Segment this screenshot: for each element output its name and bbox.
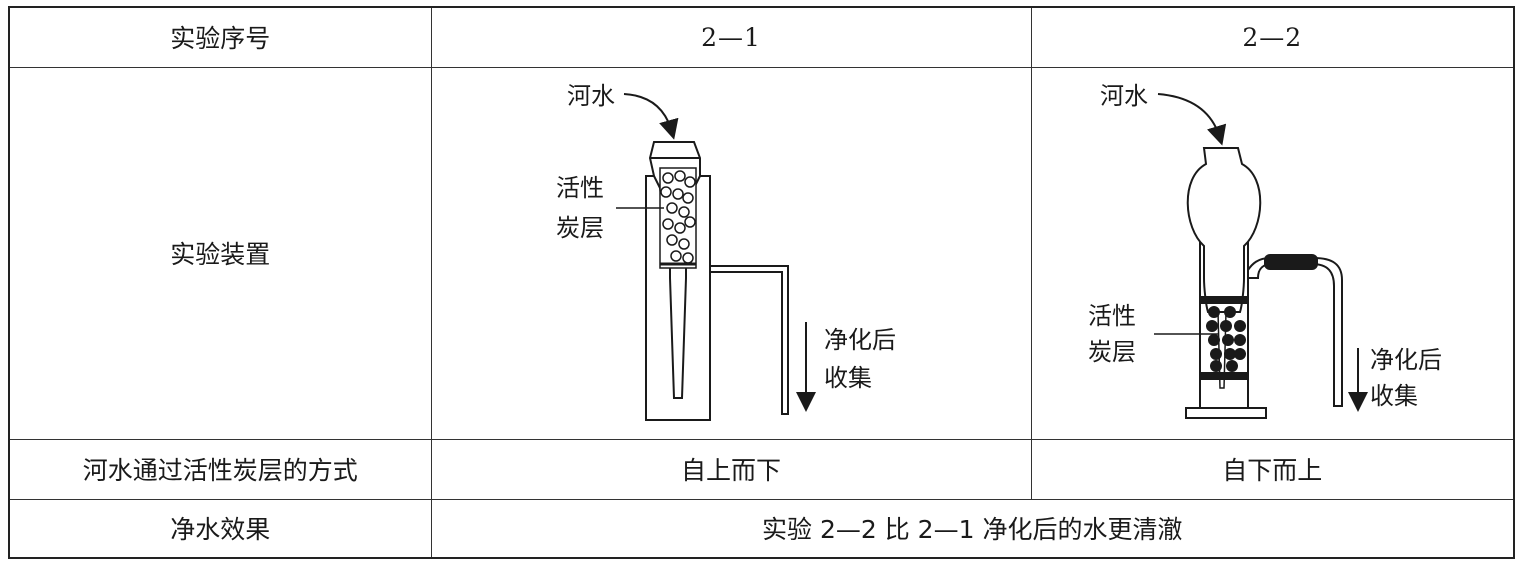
carbon-particle: [1233, 320, 1246, 332]
collect-label-line1: 净化后: [1370, 346, 1442, 374]
carbon-particle: [673, 170, 686, 182]
rubber-connector: [1263, 254, 1318, 270]
effect-result: 实验 2—2 比 2—1 净化后的水更清澈: [430, 498, 1515, 559]
method-2: 自下而上: [1030, 438, 1515, 500]
carbon-particle: [681, 252, 694, 264]
experiment-table: 实验序号 2—1 2—2 实验装置 河水: [8, 6, 1515, 559]
carbon-label-line1: 活性: [556, 174, 604, 202]
label-apparatus: 实验装置: [8, 66, 432, 440]
carbon-particle: [1233, 348, 1246, 360]
carbon-particle: [681, 192, 694, 204]
experiment-number-1: 2—1: [430, 6, 1032, 68]
row-apparatus: 实验装置 河水: [8, 66, 1515, 440]
label-experiment-number: 实验序号: [8, 6, 432, 68]
river-water-label: 河水: [1100, 82, 1148, 110]
carbon-particle: [665, 202, 678, 214]
carbon-particle: [673, 222, 686, 234]
filter-bottle: [1186, 147, 1261, 313]
carbon-particles: [1205, 306, 1246, 372]
carbon-particle: [1223, 306, 1236, 318]
carbon-particle: [1223, 348, 1236, 360]
outlet-tube: [1246, 257, 1343, 407]
carbon-particle: [1207, 306, 1220, 318]
row-effect: 净水效果 实验 2—2 比 2—1 净化后的水更清澈: [8, 498, 1515, 559]
apparatus-diagram-2-cell: 河水 活性 炭层: [1030, 66, 1515, 440]
carbon-particle: [661, 172, 674, 184]
bottom-band: [1199, 372, 1248, 380]
row-method: 河水通过活性炭层的方式 自上而下 自下而上: [8, 438, 1515, 500]
apparatus-diagram-2: 河水 活性 炭层: [1088, 82, 1442, 419]
apparatus-diagram-1: 河水 活性 炭层 净: [556, 82, 896, 421]
experiment-number-2: 2—2: [1030, 6, 1515, 68]
carbon-label-line2: 炭层: [556, 214, 604, 242]
carbon-particle: [661, 218, 674, 230]
carbon-particle: [1205, 320, 1218, 332]
carbon-label-line1: 活性: [1088, 302, 1136, 330]
row-experiment-number: 实验序号 2—1 2—2: [8, 6, 1515, 68]
carbon-particle: [669, 250, 682, 262]
collect-label-line2: 收集: [824, 364, 872, 392]
apparatus-diagram-1-cell: 河水 活性 炭层 净: [430, 66, 1032, 440]
carbon-particle: [665, 234, 678, 246]
carbon-particle: [1209, 348, 1222, 360]
carbon-particle: [683, 216, 696, 228]
carbon-particle: [1221, 334, 1234, 346]
carbon-particle: [1233, 334, 1246, 346]
carbon-particle: [1209, 360, 1222, 372]
inflow-arrow: [623, 93, 678, 140]
inflow-arrow: [1157, 93, 1226, 146]
carbon-particle: [1225, 360, 1238, 372]
carbon-particle: [1207, 334, 1220, 346]
label-method: 河水通过活性炭层的方式: [8, 438, 432, 500]
carbon-particle: [677, 238, 690, 250]
carbon-particle: [671, 188, 684, 200]
carbon-particle: [683, 176, 696, 188]
collect-label-line1: 净化后: [824, 326, 896, 354]
river-water-label: 河水: [567, 82, 615, 110]
outlet-tube: [709, 265, 789, 415]
carbon-particle: [677, 206, 690, 218]
carbon-particles: [659, 170, 696, 264]
carbon-particle: [1219, 320, 1232, 332]
carbon-particle: [659, 186, 672, 198]
collect-label-line2: 收集: [1370, 382, 1418, 410]
label-effect: 净水效果: [8, 498, 432, 559]
top-band: [1199, 296, 1248, 304]
method-1: 自上而下: [430, 438, 1032, 500]
base: [1184, 407, 1267, 419]
carbon-label-line2: 炭层: [1088, 338, 1136, 366]
